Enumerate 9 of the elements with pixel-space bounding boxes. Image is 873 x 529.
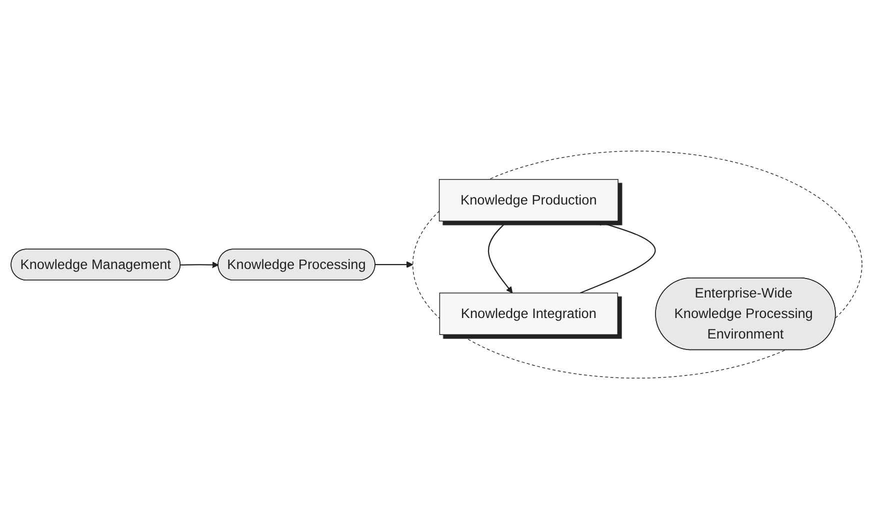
process-box: Knowledge Integration <box>439 292 618 335</box>
arrow <box>374 261 414 268</box>
process-box: Knowledge Production <box>438 178 618 222</box>
arrow <box>180 261 219 268</box>
process-ellipse: Knowledge Management <box>10 248 181 280</box>
arrow <box>580 220 656 294</box>
process-ellipse: Knowledge Processing <box>218 248 376 280</box>
process-ellipse: Enterprise-Wide Knowledge Processing Environment <box>655 277 836 350</box>
arrow <box>488 220 513 294</box>
